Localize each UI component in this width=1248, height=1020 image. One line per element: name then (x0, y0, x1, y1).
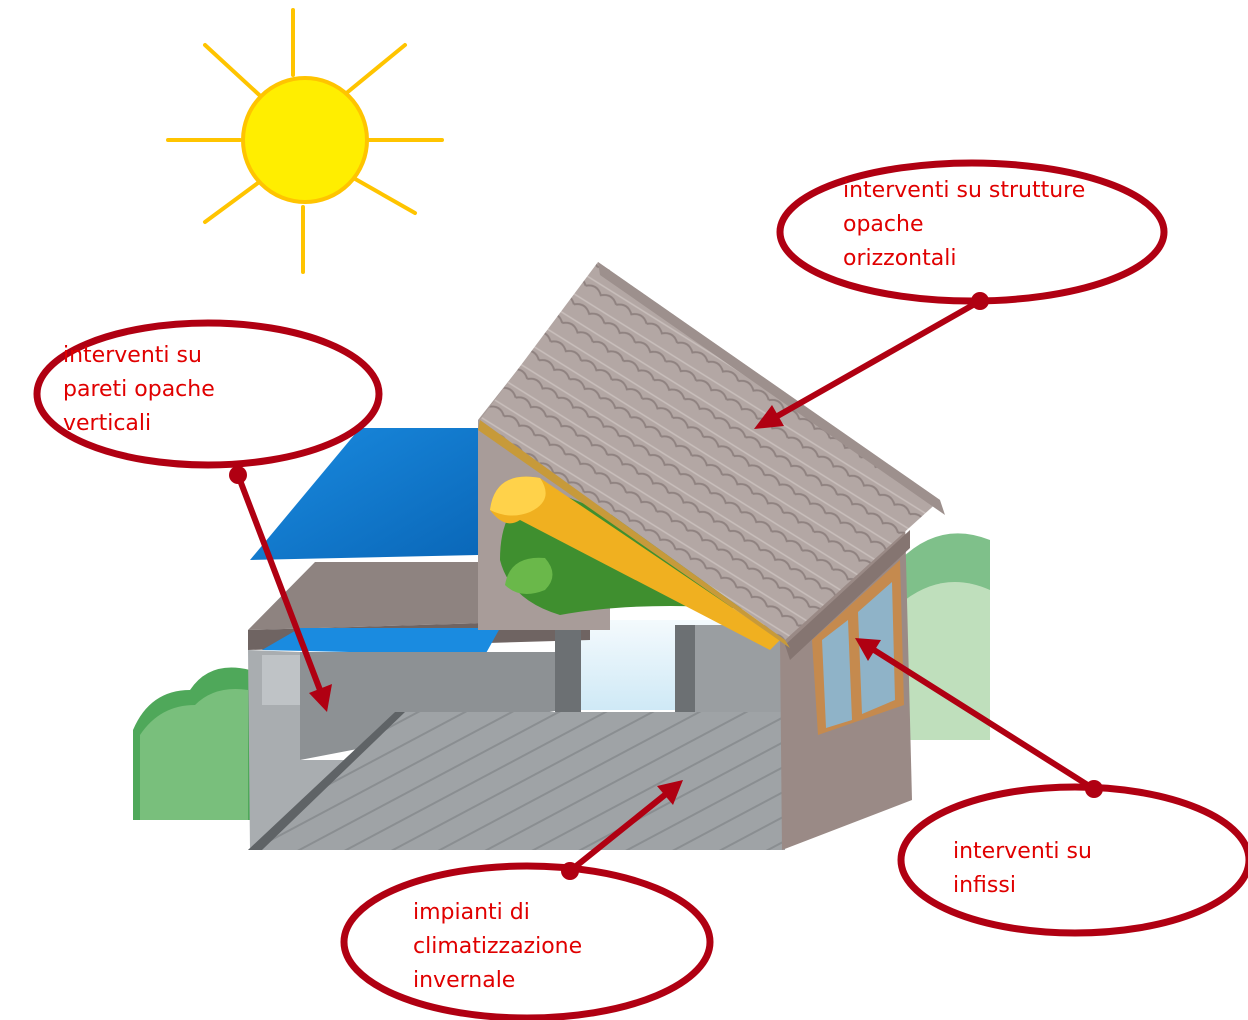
walls-callout-label: interventi su pareti opache verticali (63, 339, 215, 441)
roof-callout-line-2: opache (843, 208, 1085, 242)
roof-arrow (754, 292, 989, 429)
sun-icon (168, 10, 442, 272)
heating-callout-line-1: impianti di (413, 896, 582, 930)
roof-callout-line-1: interventi su strutture (843, 174, 1085, 208)
heating-callout-line-2: climatizzazione (413, 930, 582, 964)
heating-callout-line-3: invernale (413, 964, 582, 998)
walls-callout-line-3: verticali (63, 407, 215, 441)
windows-callout-label: interventi su infissi (953, 835, 1092, 903)
house-illustration (133, 262, 990, 850)
heating-callout-label: impianti di climatizzazione invernale (413, 896, 582, 998)
windows-callout-line-1: interventi su (953, 835, 1092, 869)
roof-callout-label: interventi su strutture opache orizzonta… (843, 174, 1085, 276)
walls-callout-line-2: pareti opache (63, 373, 215, 407)
walls-callout-line-1: interventi su (63, 339, 215, 373)
windows-callout-line-2: infissi (953, 869, 1092, 903)
roof-callout-line-3: orizzontali (843, 242, 1085, 276)
